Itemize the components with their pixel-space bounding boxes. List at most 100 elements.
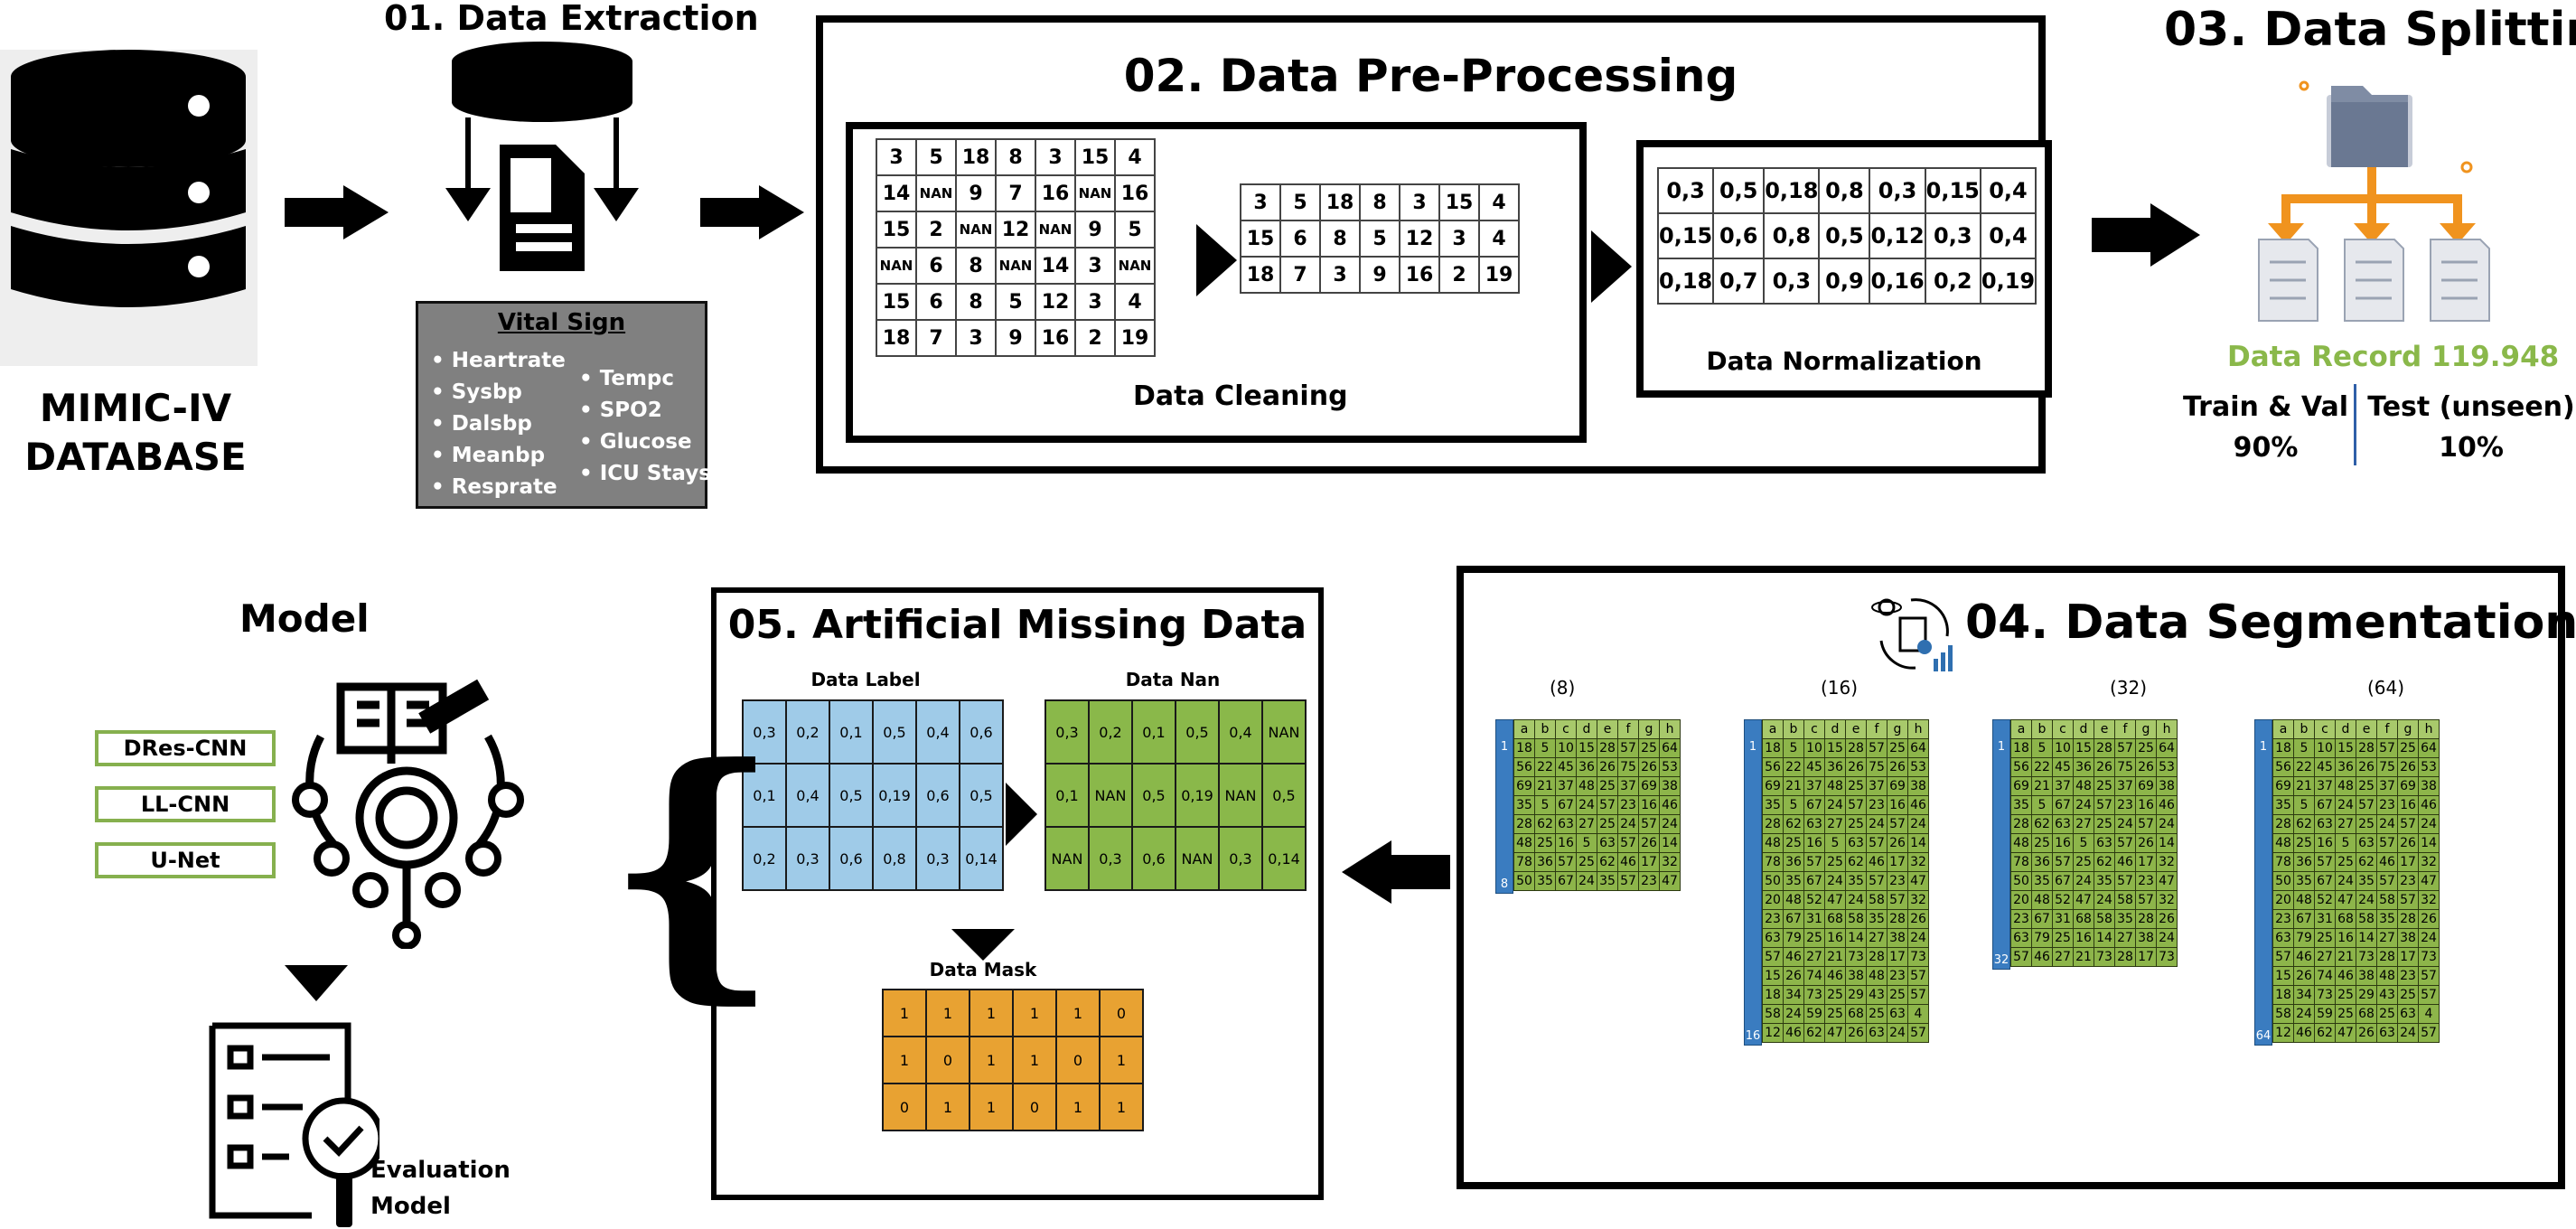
table-cell: 9 xyxy=(1359,256,1400,294)
segment-cell: 46 xyxy=(2418,795,2440,815)
segment-cell: 32 xyxy=(1907,890,1929,910)
segment-cell: 18 xyxy=(1762,738,1784,758)
table-cell: 0,19 xyxy=(1979,258,2037,305)
segment-header-cell: f xyxy=(2376,719,2398,739)
segment-header-cell: a xyxy=(2272,719,2294,739)
segment-cell: 24 xyxy=(2356,890,2377,910)
segment-cell: 15 xyxy=(2335,738,2356,758)
segment-header-cell: c xyxy=(2052,719,2074,739)
segment-cell: 57 xyxy=(2376,871,2398,891)
segment-cell: 29 xyxy=(2356,985,2377,1005)
segment-cell: 25 xyxy=(2356,776,2377,796)
segment-cell: 36 xyxy=(2073,757,2094,777)
segment-cell: 57 xyxy=(2397,890,2419,910)
table-cell: 16 xyxy=(1035,174,1076,212)
segment-cell: 35 xyxy=(1845,871,1867,891)
segment-cell: 58 xyxy=(2114,890,2136,910)
table-cell: 15 xyxy=(876,211,917,249)
segment-cell: 25 xyxy=(1783,833,1804,853)
segment-cell: 67 xyxy=(2052,795,2074,815)
segment-cell: 26 xyxy=(2156,909,2178,929)
table-cell: 0,5 xyxy=(1261,763,1307,828)
segment-cell: 69 xyxy=(1762,776,1784,796)
segment-cell: 10 xyxy=(1803,738,1825,758)
segment-cell: 46 xyxy=(1824,966,1846,986)
segment-cell: 57 xyxy=(1866,738,1888,758)
segment-cell: 57 xyxy=(2376,738,2398,758)
segment-cell: 25 xyxy=(1824,985,1846,1005)
segment-cell: 59 xyxy=(2314,1004,2336,1024)
table-cell: 0,3 xyxy=(742,699,787,765)
table-cell: 0,6 xyxy=(1131,826,1176,891)
segment-cell: 62 xyxy=(1783,814,1804,834)
segment-cell: 63 xyxy=(2272,928,2294,948)
segment-cell: 47 xyxy=(2073,890,2094,910)
segment-cell: 45 xyxy=(2052,757,2074,777)
segment-cell: 10 xyxy=(1555,738,1577,758)
database-label-line1: MIMIC-IV xyxy=(39,386,232,430)
segment-cell: 62 xyxy=(1534,814,1556,834)
preprocessing-title: 02. Data Pre-Processing xyxy=(1123,50,1738,102)
segment-cell: 56 xyxy=(1762,757,1784,777)
segment-cell: 58 xyxy=(1866,890,1888,910)
segment-cell: 57 xyxy=(1887,814,1908,834)
segment-cell: 24 xyxy=(2156,928,2178,948)
vital-sign-title: Vital Sign xyxy=(497,309,626,336)
segment-cell: 28 xyxy=(1597,738,1618,758)
segment-cell: 16 xyxy=(2314,833,2336,853)
table-cell: 8 xyxy=(955,247,997,285)
segment-cell: 73 xyxy=(2418,947,2440,967)
segment-cell: 5 xyxy=(2073,833,2094,853)
data-split-icon xyxy=(2258,80,2490,322)
table-cell: 4 xyxy=(1114,138,1156,176)
segment-cell: 46 xyxy=(1659,795,1681,815)
data-label-title: Data Label xyxy=(810,669,921,690)
segment-cell: 26 xyxy=(1783,966,1804,986)
segment-cell: 28 xyxy=(2272,814,2294,834)
segment-cell: 24 xyxy=(2156,814,2178,834)
arrow-right-icon xyxy=(285,185,389,239)
missing-data-title: 05. Artificial Missing Data xyxy=(727,602,1307,648)
vital-sign-list-1: HeartrateSysbpDalsbpMeanbpResprate xyxy=(431,345,566,503)
segment-cell: 35 xyxy=(1866,909,1888,929)
table-cell: 9 xyxy=(1074,211,1116,249)
segment-cell: 67 xyxy=(2293,909,2315,929)
segment-cell: 50 xyxy=(2272,871,2294,891)
segment-cell: 26 xyxy=(1638,833,1660,853)
vital-sign-item: Tempc xyxy=(579,363,711,395)
segment-cell: 48 xyxy=(1824,776,1846,796)
segment-cell: 15 xyxy=(2073,738,2094,758)
table-cell: 0 xyxy=(1055,1036,1101,1084)
segment-cell: 26 xyxy=(1907,909,1929,929)
table-cell: 16 xyxy=(1114,174,1156,212)
vital-sign-item: Heartrate xyxy=(431,345,566,377)
segment-cell: 48 xyxy=(1513,833,1535,853)
segment-cell: 38 xyxy=(2356,966,2377,986)
segment-cell: 57 xyxy=(1617,738,1639,758)
table-cell: 0,6 xyxy=(1712,212,1766,259)
segment-cell: 25 xyxy=(2376,1004,2398,1024)
segment-last-index: 64 xyxy=(2255,1029,2272,1043)
segment-cell: 46 xyxy=(1907,795,1929,815)
table-cell: 1 xyxy=(882,989,927,1037)
segment-cell: 34 xyxy=(2293,985,2315,1005)
segment-cell: 16 xyxy=(1824,928,1846,948)
segment-cell: 57 xyxy=(1866,871,1888,891)
table-cell: 0,2 xyxy=(785,699,830,765)
segment-cell: 69 xyxy=(1887,776,1908,796)
